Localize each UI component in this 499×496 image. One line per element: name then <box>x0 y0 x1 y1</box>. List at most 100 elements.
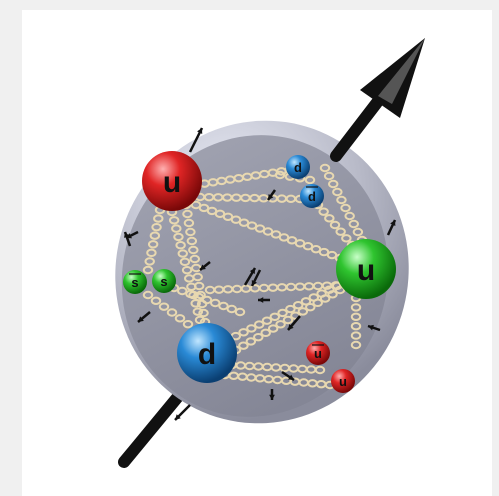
spin-arrowhead <box>197 128 203 134</box>
gluon-loop <box>226 304 237 314</box>
spin-arrowhead <box>258 297 264 303</box>
sea-quark-s-1: s <box>123 270 147 294</box>
sea-quark-u-2: u <box>331 369 355 393</box>
gluon-loop <box>348 219 359 229</box>
gluon-loop <box>327 290 338 299</box>
gluon-loop <box>179 257 191 267</box>
gluon-loop <box>173 232 184 242</box>
gluon-loop <box>246 221 258 230</box>
gluon-loop <box>201 295 213 305</box>
gluon-loop <box>214 209 226 219</box>
gluon-loop <box>318 247 330 257</box>
quark-label: u <box>163 166 181 199</box>
gluon-loop <box>352 227 364 237</box>
gluon-loop <box>260 328 271 338</box>
gluon-loop <box>350 340 362 350</box>
spin-arrowhead <box>138 316 144 322</box>
sea-quark-d-1: d <box>286 155 310 179</box>
quark-label: d <box>198 338 216 371</box>
gluon-loop <box>218 301 229 311</box>
quark-label: s <box>131 275 138 290</box>
gluon-loop <box>261 316 273 325</box>
gluon-loop <box>184 274 195 283</box>
gluon-loop <box>142 290 154 300</box>
gluon-loop <box>144 257 155 266</box>
gluon-loop <box>282 315 294 325</box>
gluon-loop <box>193 292 204 302</box>
gluon-loop <box>189 254 200 264</box>
gluon-loop <box>191 263 202 273</box>
spin-arrowhead <box>251 280 257 286</box>
gluon-loop <box>182 209 193 219</box>
gluon-loop <box>194 315 206 325</box>
gluon-loop <box>277 308 288 318</box>
gluon-loop <box>198 308 209 318</box>
gluon-loop <box>304 175 316 185</box>
sea-quark-d-2: d <box>300 184 324 208</box>
gluon-loop <box>335 227 346 236</box>
sea-quark-s-2: s <box>152 269 176 293</box>
quark-label: s <box>160 274 167 289</box>
spin-arrowhead <box>288 374 294 380</box>
gluon-loop <box>186 236 198 246</box>
spin-arrowhead <box>390 220 396 226</box>
gluon-loop <box>297 307 309 316</box>
gluon-loop <box>312 298 323 308</box>
gluon-loop <box>210 298 221 308</box>
gluon-loop <box>336 195 347 205</box>
spin-arrowhead <box>268 194 274 200</box>
gluon-loop <box>253 332 264 342</box>
gluon-loop <box>302 242 314 251</box>
gluon-loop <box>350 312 362 321</box>
gluon-loop <box>246 324 257 333</box>
gluon-loop <box>151 222 162 232</box>
spin-axis-upper <box>330 38 425 162</box>
gluon-loop <box>318 207 329 216</box>
gluon-loop <box>269 312 280 321</box>
gluon-loop <box>175 241 186 250</box>
gluon-loop <box>166 308 178 317</box>
gluon-loop <box>177 286 188 296</box>
quark-label: u <box>314 346 322 361</box>
gluon-loop <box>238 218 250 227</box>
gluon-loop <box>350 303 362 312</box>
gluon-loop <box>171 224 182 233</box>
gluon-loop <box>185 227 196 237</box>
gluon-loop <box>190 200 202 210</box>
gluon-loop <box>319 163 331 173</box>
gluon-loop <box>158 302 170 311</box>
gluon-loop <box>323 171 335 181</box>
gluon-loop <box>206 206 218 216</box>
gluon-loop <box>153 214 164 223</box>
spin-arrowhead <box>175 414 181 420</box>
spin-arrowhead <box>269 394 275 400</box>
gluon-loop <box>293 301 304 310</box>
gluon-loop <box>234 307 246 317</box>
gluon-loop <box>238 328 249 337</box>
gluon-loop <box>183 218 195 228</box>
gluon-loop <box>278 233 290 242</box>
gluon-loop <box>185 289 196 299</box>
gluon-loop <box>142 265 154 275</box>
gluon-loop <box>168 216 180 225</box>
gluon-loop <box>147 240 159 249</box>
gluon-loop <box>334 285 346 295</box>
gluon-loop <box>177 249 188 258</box>
quark-label: u <box>339 374 347 389</box>
gluon-loop <box>270 230 282 239</box>
gluon-loop <box>332 187 343 197</box>
gluon-loop <box>319 294 331 303</box>
gluon-loop <box>182 319 194 329</box>
gluon-loop <box>188 245 199 255</box>
gluon-loop <box>350 322 362 331</box>
gluon-loop <box>230 215 242 224</box>
gluon-loop <box>300 297 312 306</box>
gluon-loop <box>350 331 362 340</box>
spin-arrowhead <box>124 232 130 238</box>
gluon-loop <box>149 231 161 240</box>
spin-arrowhead <box>249 268 255 274</box>
gluon-loop <box>192 307 204 316</box>
quark-label: u <box>357 254 375 287</box>
gluon-loop <box>198 203 210 213</box>
